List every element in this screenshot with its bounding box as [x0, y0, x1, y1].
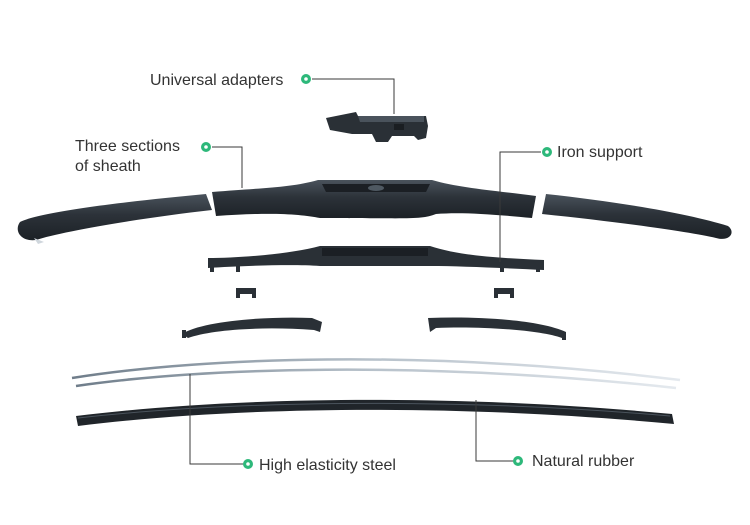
sheath-center-section: [212, 180, 536, 219]
iron-support-center: [208, 246, 544, 272]
marker-sheath-icon: [201, 142, 211, 152]
sheath-left-section: [17, 194, 213, 244]
label-high-elasticity-steel: High elasticity steel: [259, 457, 396, 474]
label-iron-support: Iron support: [557, 144, 643, 161]
yoke-left: [182, 317, 322, 338]
sheath-right-section: [542, 194, 732, 239]
marker-universal-adapters-icon: [301, 74, 311, 84]
end-clip-right: [494, 288, 514, 298]
yoke-right: [428, 317, 566, 340]
label-natural-rubber: Natural rubber: [532, 453, 635, 470]
marker-rubber-icon: [513, 456, 523, 466]
universal-adapter: [326, 112, 428, 142]
steel-strips: [71, 358, 681, 390]
end-clip-left: [236, 288, 256, 298]
label-sheath-line1: Three sections: [75, 138, 180, 155]
rubber-refill: [76, 399, 674, 426]
marker-iron-support-icon: [542, 147, 552, 157]
label-sheath-line2: of sheath: [75, 158, 141, 175]
leader-lines: [189, 78, 541, 465]
label-universal-adapters: Universal adapters: [150, 72, 283, 89]
marker-steel-icon: [243, 459, 253, 469]
